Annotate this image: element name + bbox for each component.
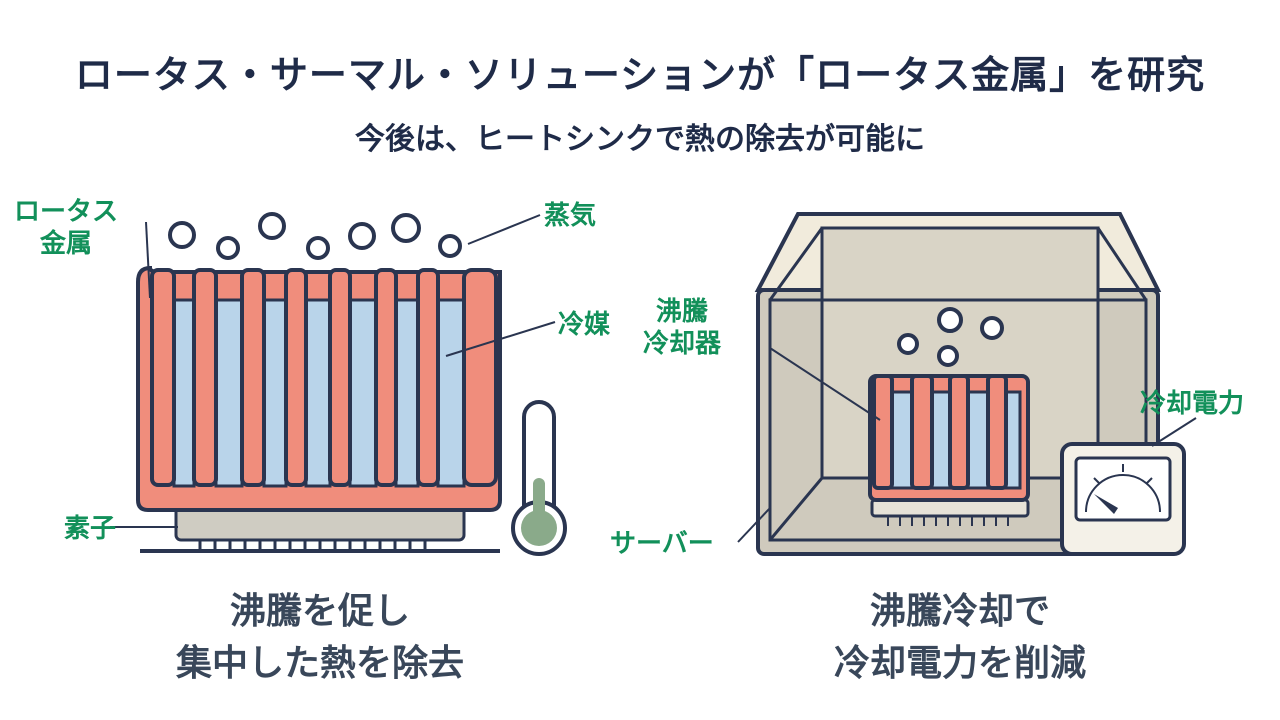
left-caption: 沸騰を促し 集中した熱を除去 — [175, 591, 464, 684]
leader-coolant — [445, 321, 556, 357]
cooler-bubbles — [897, 307, 1004, 367]
label-lotus-metal: ロータス 金属 — [14, 197, 119, 259]
leader-boiling-cooler — [769, 347, 881, 421]
metal-fins — [150, 268, 498, 487]
label-boiling-cooler: 沸騰 冷却器 — [643, 297, 722, 359]
label-vapor: 蒸気 — [544, 201, 597, 231]
label-server: サーバー — [610, 529, 714, 559]
cooler-base — [870, 498, 1030, 518]
server-illustration — [737, 212, 1197, 556]
leader-server — [737, 507, 771, 543]
leader-lotus-metal — [145, 221, 151, 299]
heat-sink-illustration — [110, 212, 567, 556]
leader-cooling-power — [1151, 417, 1197, 447]
page-subtitle: 今後は、ヒートシンクで熱の除去が可能に — [355, 122, 925, 157]
label-coolant: 冷媒 — [558, 310, 611, 340]
vapor-bubbles — [168, 212, 462, 260]
label-cooling-power: 冷却電力 — [1140, 389, 1245, 419]
leader-vapor — [467, 214, 541, 245]
label-element: 素子 — [64, 514, 117, 544]
right-caption: 沸騰冷却で 冷却電力を削減 — [833, 591, 1086, 684]
thermometer-icon — [511, 400, 567, 556]
page-title: ロータス・サーマル・ソリューションが「ロータス金属」を研究 — [74, 53, 1206, 97]
power-gauge-icon — [1060, 442, 1186, 556]
